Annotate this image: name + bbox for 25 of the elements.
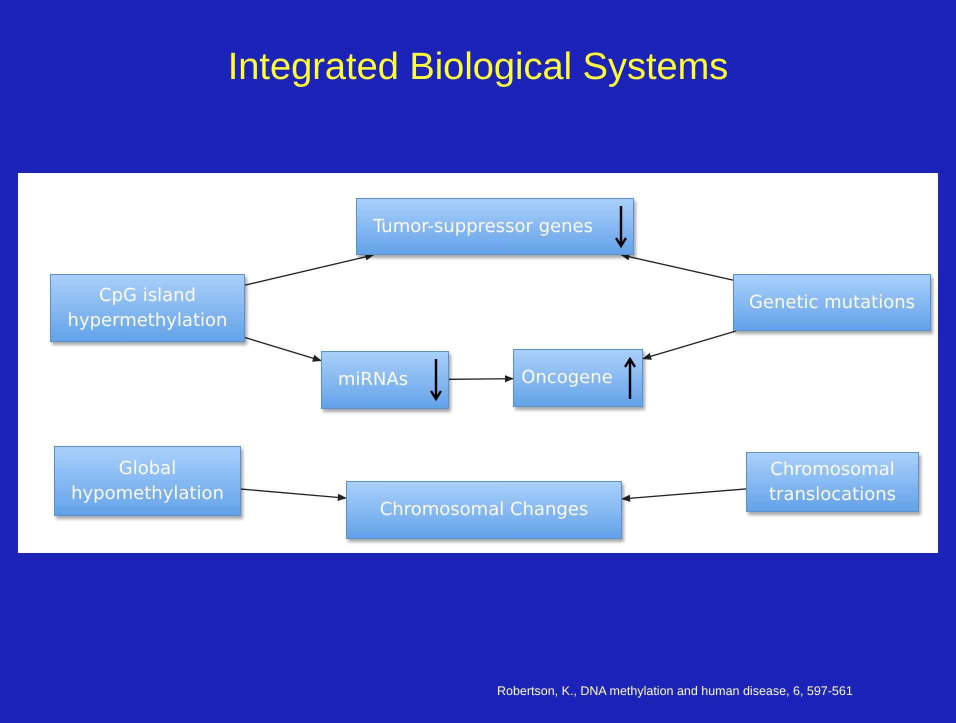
arrow <box>244 336 322 362</box>
arrow <box>449 375 514 382</box>
box-label: Global hypomethylation <box>70 456 225 506</box>
box-label: Chromosomal translocations <box>768 458 898 507</box>
arrow <box>621 488 746 502</box>
arrow <box>642 330 736 360</box>
process-box <box>733 274 931 331</box>
process-box <box>746 452 919 512</box>
process-box <box>321 351 449 409</box>
box-label: Oncogene <box>521 366 613 390</box>
box-label: Genetic mutations <box>748 290 916 315</box>
process-box <box>54 446 241 516</box>
process-box <box>356 198 634 255</box>
box-label: CpG island hypermethylation <box>66 284 228 333</box>
process-box <box>346 481 622 539</box>
citation-text: Robertson, K., DNA methylation and human disease, 6, 597-561 <box>497 684 854 700</box>
process-box <box>513 349 643 407</box>
box-label: Chromosomal Changes <box>380 498 588 522</box>
slide-title: Integrated Biological Systems <box>226 46 730 89</box>
arrow <box>244 253 374 286</box>
arrow <box>240 488 347 502</box>
process-box <box>50 274 245 342</box>
box-label: miRNAs <box>338 368 408 392</box>
arrow <box>620 253 734 281</box>
box-label: Tumor-suppressor genes <box>373 214 593 239</box>
